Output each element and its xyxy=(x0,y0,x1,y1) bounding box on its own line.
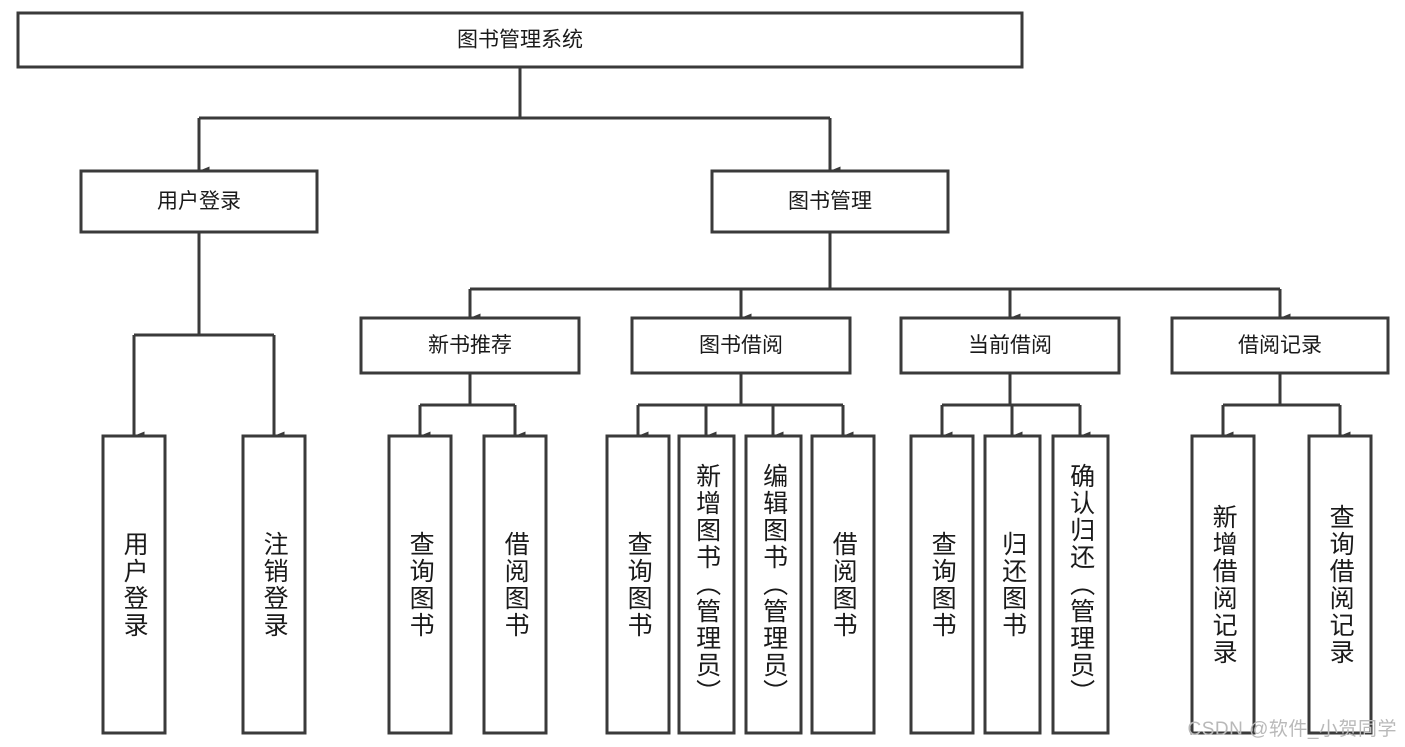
node-leaf-5[interactable] xyxy=(677,434,736,735)
node-rect xyxy=(899,316,1121,375)
node-rect xyxy=(1170,316,1390,375)
node-rect xyxy=(1051,434,1110,735)
node-level1-0[interactable]: 用户登录 xyxy=(79,169,319,234)
node-rect xyxy=(359,316,581,375)
node-leaf-1[interactable] xyxy=(241,434,307,735)
node-rect xyxy=(482,434,548,735)
node-label: 借阅记录 xyxy=(1238,334,1322,357)
node-rect xyxy=(605,434,671,735)
node-leaf-8[interactable] xyxy=(909,434,975,735)
node-rect xyxy=(810,434,876,735)
node-rect xyxy=(744,434,803,735)
node-rect xyxy=(1190,434,1256,735)
node-label: 当前借阅 xyxy=(968,334,1052,357)
node-leaf-10[interactable] xyxy=(1051,434,1110,735)
node-rect xyxy=(710,169,950,234)
node-leaf-2[interactable] xyxy=(387,434,453,735)
node-leaf-11[interactable] xyxy=(1190,434,1256,735)
node-root-图书管理系统[interactable]: 图书管理系统 xyxy=(16,11,1024,69)
node-label: 图书管理 xyxy=(788,190,872,213)
node-leaf-6[interactable] xyxy=(744,434,803,735)
watermark: CSDN @软件_小贺同学 xyxy=(1187,719,1397,740)
node-label: 新书推荐 xyxy=(428,334,512,357)
node-level2-1[interactable]: 图书借阅 xyxy=(630,316,852,375)
node-rect xyxy=(677,434,736,735)
node-leaf-9[interactable] xyxy=(983,434,1042,735)
node-level2-2[interactable]: 当前借阅 xyxy=(899,316,1121,375)
node-level1-1[interactable]: 图书管理 xyxy=(710,169,950,234)
node-rect xyxy=(16,11,1024,69)
node-rect xyxy=(387,434,453,735)
node-label: 图书借阅 xyxy=(699,334,783,357)
node-leaf-3[interactable] xyxy=(482,434,548,735)
node-rect xyxy=(241,434,307,735)
node-rect xyxy=(101,434,167,735)
node-rect xyxy=(79,169,319,234)
node-rect xyxy=(630,316,852,375)
node-leaf-7[interactable] xyxy=(810,434,876,735)
node-rect xyxy=(909,434,975,735)
node-level2-3[interactable]: 借阅记录 xyxy=(1170,316,1390,375)
node-rect xyxy=(983,434,1042,735)
connector-layer xyxy=(132,67,1351,441)
node-leaf-0[interactable] xyxy=(101,434,167,735)
node-leaf-4[interactable] xyxy=(605,434,671,735)
node-label: 图书管理系统 xyxy=(457,29,583,52)
node-level2-0[interactable]: 新书推荐 xyxy=(359,316,581,375)
node-leaf-12[interactable] xyxy=(1307,434,1373,735)
node-rect xyxy=(1307,434,1373,735)
node-label: 用户登录 xyxy=(157,190,241,213)
